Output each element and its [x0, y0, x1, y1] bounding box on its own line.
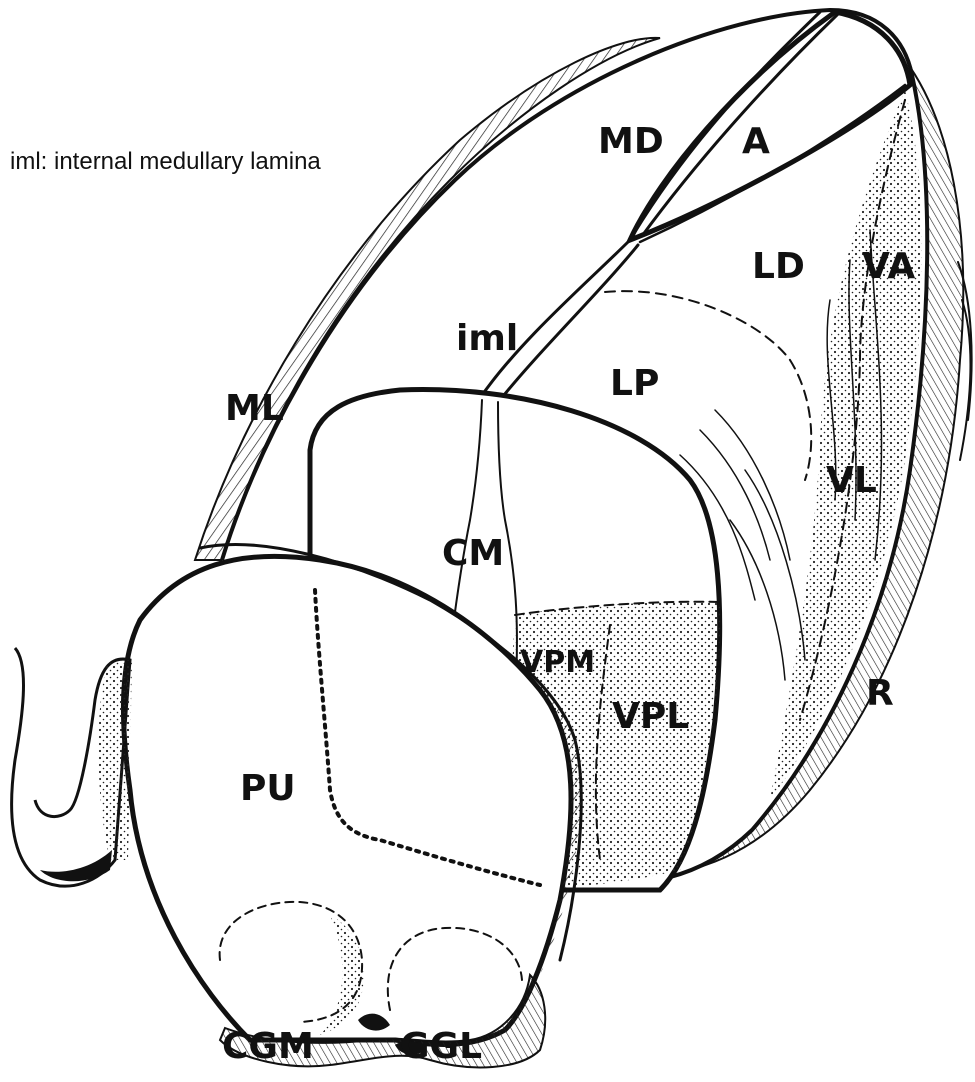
label-iml: iml	[456, 318, 518, 359]
label-r: R	[866, 673, 894, 714]
label-vpl: VPL	[612, 696, 689, 737]
label-lp: LP	[610, 363, 659, 404]
label-a: A	[742, 121, 770, 162]
label-md: MD	[598, 121, 664, 162]
label-vpm: VPM	[520, 645, 595, 680]
left-extension-stipple	[98, 660, 132, 860]
label-cm: CM	[442, 533, 504, 574]
label-ld: LD	[752, 246, 805, 287]
label-va: VA	[862, 246, 915, 287]
left-extension-shade	[40, 850, 112, 881]
label-ggl: GGL	[400, 1026, 482, 1067]
label-pu: PU	[240, 768, 296, 809]
label-ml: ML	[225, 388, 284, 429]
label-cgm: CGM	[222, 1026, 314, 1067]
label-vl: VL	[826, 460, 877, 501]
